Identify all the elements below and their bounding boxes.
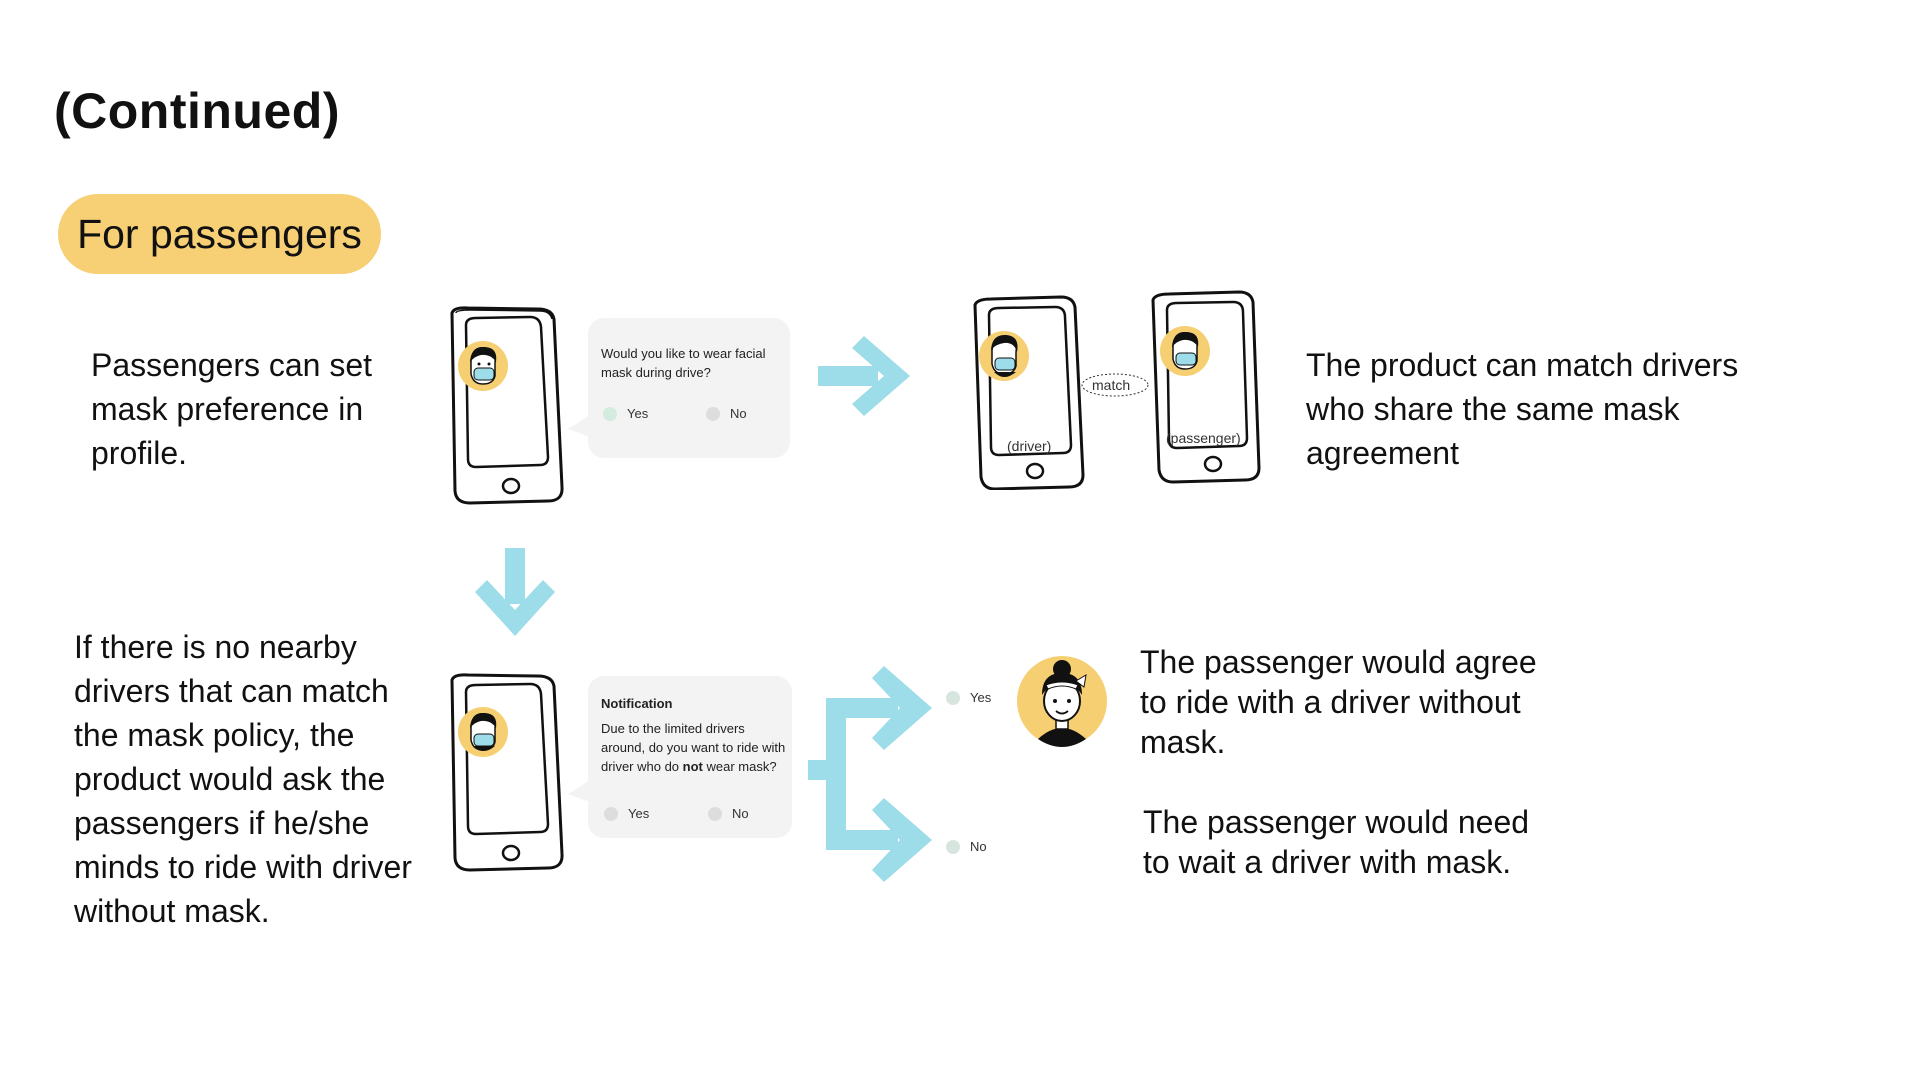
mask-no-option[interactable]: No: [706, 406, 747, 421]
notification-card: Notification Due to the limited drivers …: [588, 676, 792, 838]
branch-no: No: [946, 839, 987, 854]
notification-no-label: No: [732, 806, 749, 821]
notification-text-bold: not: [682, 759, 703, 774]
radio-no[interactable]: [706, 406, 720, 421]
paragraph-no-match: If there is no nearby drivers that can m…: [74, 629, 412, 929]
page-title: (Continued): [54, 83, 340, 139]
mask-preference-question: Would you like to wear facial mask durin…: [601, 346, 766, 380]
radio-yes[interactable]: [604, 806, 618, 821]
notification-text-before: Due to the limited drivers around, do yo…: [601, 721, 786, 774]
driver-phone-icon: [973, 295, 1085, 490]
branch-yes-dot: [946, 690, 960, 705]
notification-text-after: wear mask?: [702, 759, 777, 774]
phone-icon: [450, 673, 564, 872]
phone-icon: [450, 306, 564, 505]
passenger-phone-icon: [1151, 290, 1261, 484]
branch-no-label: No: [970, 839, 987, 854]
card-tail: [568, 415, 590, 437]
section-pill-label: For passengers: [77, 210, 362, 257]
passenger-avatar-icon: [1160, 326, 1210, 376]
option-no-label: No: [730, 406, 747, 421]
branch-yes-label: Yes: [970, 690, 992, 705]
radio-no[interactable]: [708, 806, 722, 821]
match-bubble: [1081, 373, 1149, 397]
branch-no-dot: [946, 839, 960, 854]
arrow-right-icon: [818, 336, 910, 416]
branch-arrow-icon: [808, 666, 932, 882]
radio-yes[interactable]: [603, 406, 617, 421]
match-label: match: [1092, 377, 1131, 393]
driver-avatar-icon: [979, 331, 1029, 381]
paragraph-set-preference: Passengers can set mask preference in pr…: [91, 347, 373, 471]
arrow-down-icon: [475, 548, 555, 636]
notification-heading: Notification: [601, 696, 673, 711]
passenger-label: (passenger): [1166, 430, 1241, 446]
driver-label: (driver): [1007, 438, 1052, 454]
masked-avatar-icon: [458, 707, 508, 757]
notification-yes-option[interactable]: Yes: [604, 806, 649, 821]
section-pill: For passengers: [58, 194, 381, 274]
option-yes-label: Yes: [627, 406, 649, 421]
notification-yes-label: Yes: [628, 806, 650, 821]
paragraph-match: The product can match drivers who share …: [1306, 347, 1739, 471]
paragraph-wait: The passenger would need to wait a drive…: [1143, 804, 1530, 880]
paragraph-agree: The passenger would agree to ride with a…: [1140, 644, 1537, 760]
card-tail: [568, 780, 590, 802]
notification-no-option[interactable]: No: [708, 806, 749, 821]
mask-preference-card: Would you like to wear facial mask durin…: [588, 318, 790, 458]
notification-text: Due to the limited drivers around, do yo…: [601, 719, 787, 776]
woman-avatar-icon: [1017, 656, 1107, 747]
mask-yes-option[interactable]: Yes: [603, 406, 648, 421]
masked-avatar-icon: [458, 341, 508, 391]
branch-yes: Yes: [946, 690, 991, 705]
